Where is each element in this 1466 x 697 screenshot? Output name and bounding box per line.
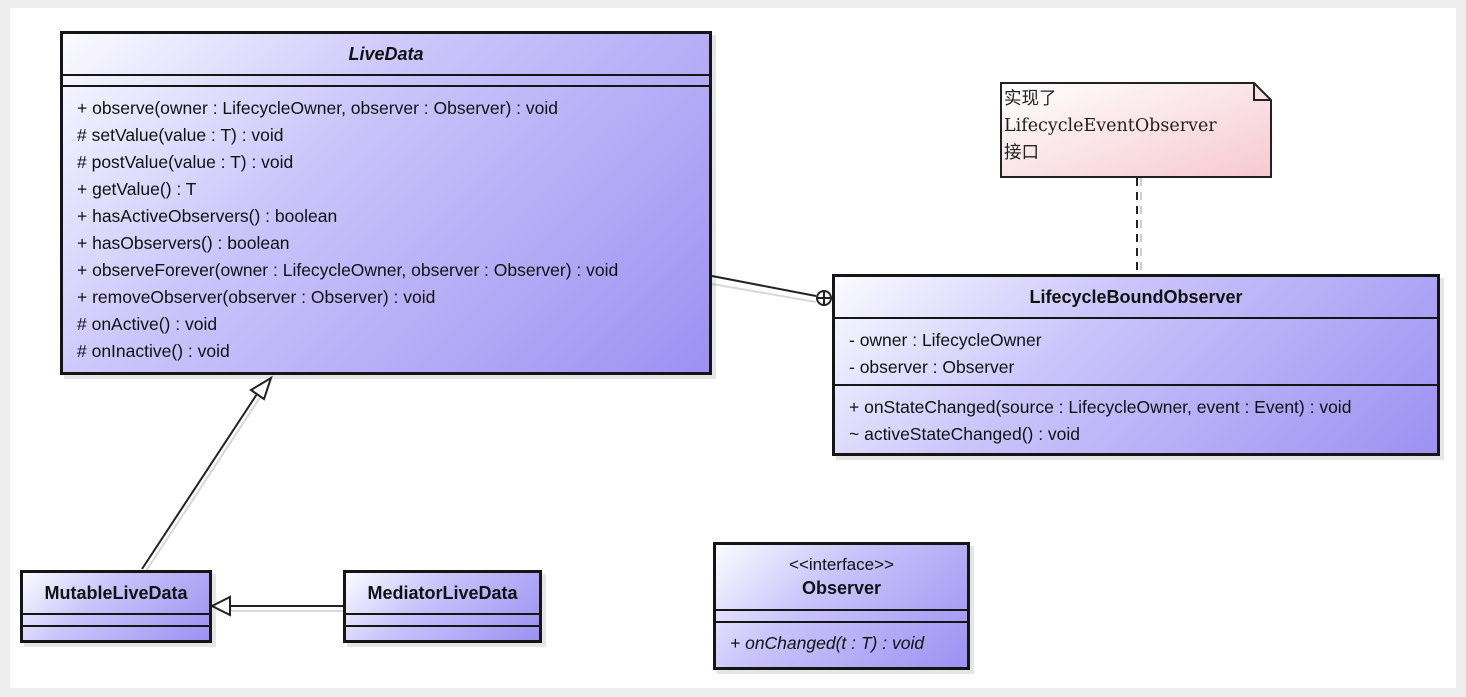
class-mediatorlivedata-name: MediatorLiveData — [367, 582, 518, 603]
note-line-3: 接口 — [1004, 143, 1039, 163]
class-livedata: LiveData + observe(owner : LifecycleOwne… — [60, 31, 712, 375]
class-mutablelivedata-operations — [23, 627, 209, 637]
lbo-attr-owner: - owner : LifecycleOwner — [849, 330, 1042, 350]
class-mediatorlivedata: MediatorLiveData — [343, 570, 542, 643]
class-mediatorlivedata-header: MediatorLiveData — [346, 573, 539, 615]
class-mutablelivedata-name: MutableLiveData — [44, 582, 188, 603]
livedata-op-observe: + observe(owner : LifecycleOwner, observ… — [77, 98, 558, 118]
class-livedata-header: LiveData — [63, 34, 709, 76]
interface-observer-operations: + onChanged(t : T) : void — [716, 623, 967, 661]
note-line-2: LifecycleEventObserver — [1004, 116, 1217, 136]
class-lifecycleboundobserver-attributes: - owner : LifecycleOwner - observer : Ob… — [835, 319, 1437, 386]
class-mutablelivedata-attributes — [23, 615, 209, 627]
note-anchor-line — [1136, 178, 1142, 274]
interface-observer-name: Observer — [801, 578, 882, 598]
nesting-livedata-lifecycleboundobserver — [711, 275, 832, 306]
interface-observer-stereotype: <<interface>> — [789, 555, 894, 574]
note-line-1: 实现了 — [1004, 89, 1057, 109]
livedata-op-observeforever: + observeForever(owner : LifecycleOwner,… — [77, 260, 619, 280]
class-lifecycleboundobserver: LifecycleBoundObserver - owner : Lifecyc… — [832, 274, 1440, 456]
class-lifecycleboundobserver-name: LifecycleBoundObserver — [1029, 286, 1243, 307]
note-text: 实现了 LifecycleEventObserver 接口 — [1004, 86, 1254, 167]
livedata-op-getvalue: + getValue() : T — [77, 179, 197, 199]
lbo-attr-observer: - observer : Observer — [849, 357, 1015, 377]
class-mutablelivedata-header: MutableLiveData — [23, 573, 209, 615]
note-lifecycle-event-observer: 实现了 LifecycleEventObserver 接口 — [1000, 82, 1272, 178]
interface-observer-header: <<interface>> Observer — [716, 545, 967, 611]
class-livedata-name: LiveData — [348, 43, 424, 64]
livedata-op-setvalue: # setValue(value : T) : void — [77, 125, 284, 145]
livedata-op-removeobserver: + removeObserver(observer : Observer) : … — [77, 287, 436, 307]
livedata-op-onactive: # onActive() : void — [77, 314, 218, 334]
class-lifecycleboundobserver-header: LifecycleBoundObserver — [835, 277, 1437, 319]
class-livedata-attributes — [63, 76, 709, 87]
interface-observer: <<interface>> Observer + onChanged(t : T… — [713, 542, 970, 670]
lbo-op-onstatechanged: + onStateChanged(source : LifecycleOwner… — [849, 397, 1352, 417]
observer-op-onchanged: + onChanged(t : T) : void — [730, 633, 925, 653]
class-mutablelivedata: MutableLiveData — [20, 570, 212, 643]
note-shape — [1000, 82, 1272, 178]
class-livedata-operations: + observe(owner : LifecycleOwner, observ… — [63, 87, 709, 369]
livedata-op-oninactive: # onInactive() : void — [77, 341, 230, 361]
generalization-mediator-to-mutable — [209, 595, 343, 617]
generalization-mutable-to-livedata — [141, 375, 273, 572]
class-lifecycleboundobserver-operations: + onStateChanged(source : LifecycleOwner… — [835, 386, 1437, 452]
livedata-op-hasactiveobservers: + hasActiveObservers() : boolean — [77, 206, 338, 226]
class-mediatorlivedata-attributes — [346, 615, 539, 627]
livedata-op-postvalue: # postValue(value : T) : void — [77, 152, 294, 172]
interface-observer-attributes — [716, 611, 967, 623]
class-mediatorlivedata-operations — [346, 627, 539, 637]
livedata-op-hasobservers: + hasObservers() : boolean — [77, 233, 290, 253]
lbo-op-activestatechanged: ~ activeStateChanged() : void — [849, 424, 1081, 444]
